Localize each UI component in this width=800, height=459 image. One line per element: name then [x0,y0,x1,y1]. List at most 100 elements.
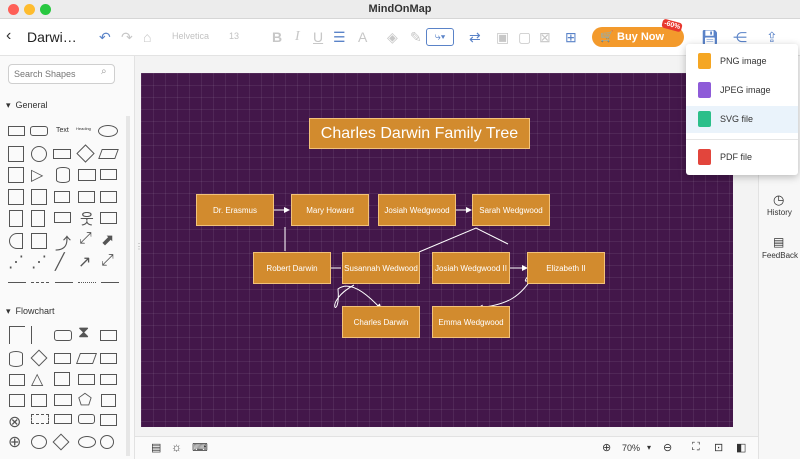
zoom-level[interactable]: 70% [622,443,640,453]
bold-icon[interactable]: B [272,28,282,46]
node-charles-darwin[interactable]: Charles Darwin [342,306,420,338]
cylinder-shape[interactable] [56,167,70,183]
undo-icon[interactable]: ↶ [99,28,111,46]
bidirectional-line-shape[interactable]: ⤢ [101,252,114,270]
fit-screen-icon[interactable]: ⛶ [692,441,700,454]
double-arrow-shape[interactable]: ⤢ [79,230,92,248]
collapse-panel-icon[interactable]: ◧ [736,441,746,454]
connector-sarah-children[interactable] [419,228,508,252]
connector-circle-shape[interactable] [31,435,47,449]
horizontal-thick-shape[interactable] [101,282,119,283]
node-elizabeth-ii[interactable]: Elizabeth II [527,252,605,284]
fullscreen-icon[interactable]: ⊡ [714,441,723,454]
flow-rect-shape[interactable] [100,330,117,341]
multi-document-shape[interactable] [31,394,47,407]
predefined-process-shape[interactable] [54,353,71,364]
horizontal-dashed-shape[interactable] [31,282,49,283]
circle-shape[interactable] [31,146,47,162]
redo-icon[interactable]: ↷ [121,28,133,46]
text-color-icon[interactable]: A [358,28,367,46]
note-shape[interactable] [31,210,45,227]
manual-input-shape[interactable] [100,353,117,364]
ellipse-shape[interactable] [98,125,118,137]
flow-rounded-shape[interactable] [54,330,72,341]
dashed-line-shape[interactable]: ⋰ [8,252,24,272]
line-arrow-shape[interactable]: ↗ [78,252,91,272]
horizontal-line-shape[interactable] [8,282,26,283]
arrow-shape[interactable]: ⬈ [101,230,114,250]
curve-arrow-shape[interactable]: ⤴ [55,230,71,254]
table-icon[interactable]: ⊞ [565,28,577,46]
preparation-shape[interactable] [100,374,117,385]
node-josiah-wedgwood[interactable]: Josiah Wedgwood [378,194,456,226]
triangle-shape[interactable]: ▷ [31,165,43,185]
node-emma-wedgwood[interactable]: Emma Wedgwood [432,306,510,338]
line-shape[interactable]: ╱ [55,252,65,272]
line-color-icon[interactable]: ✎ [410,28,422,46]
delay-flow-shape[interactable] [54,414,72,424]
data-shape[interactable] [76,353,97,364]
fill-color-icon[interactable]: ◈ [387,28,398,46]
history-icon[interactable]: ◷ [773,192,784,208]
delay-shape[interactable] [9,233,23,249]
lock-icon[interactable]: ⊠ [539,28,551,46]
manual-operation-shape[interactable] [78,374,95,385]
database-shape[interactable] [9,351,23,367]
underline-icon[interactable]: U [313,28,323,46]
cube-shape[interactable] [31,189,47,205]
feedback-label[interactable]: FeedBack [762,251,798,260]
rounded-rectangle-shape[interactable] [30,126,48,136]
flow-line-shape[interactable] [9,326,25,344]
node-mary-howard[interactable]: Mary Howard [291,194,369,226]
buy-now-button[interactable]: 🛒 Buy Now -60% [592,27,684,47]
off-page-shape[interactable]: ⬠ [78,390,92,410]
zoom-dropdown-icon[interactable]: ▾ [647,443,651,452]
font-size-select[interactable]: 13 [229,31,239,41]
stored-data-shape[interactable] [9,374,25,386]
actor-shape[interactable]: 웃 [80,208,94,229]
group-icon[interactable]: ▣ [496,28,509,46]
trapezoid-shape[interactable] [78,169,96,181]
collate-shape[interactable]: ⧗ [78,324,89,342]
card-shape[interactable] [78,191,95,203]
ellipse-flow-shape[interactable] [78,436,96,448]
card-flow-shape[interactable] [54,394,72,406]
display-flow-shape[interactable] [101,394,116,407]
callout-shape[interactable] [54,212,71,223]
horizontal-arrow-shape[interactable] [55,282,73,283]
document-title[interactable]: Darwi… [27,29,77,45]
connector-style-icon[interactable]: ⤷▾ [426,28,454,46]
horizontal-dotted-shape[interactable] [78,282,96,283]
start-shape[interactable] [100,435,114,449]
wave-shape[interactable] [100,169,117,180]
annotation-shape[interactable] [31,326,47,344]
tape-shape[interactable] [100,191,117,203]
sort-shape[interactable] [53,434,70,451]
export-pdf-item[interactable]: PDF file [686,144,798,171]
search-shapes-input[interactable] [8,64,115,84]
or-junction-shape[interactable]: ⊕ [8,432,21,452]
node-robert-darwin[interactable]: Robert Darwin [253,252,331,284]
rectangle-shape[interactable] [8,126,25,136]
section-flowchart[interactable]: ▾ Flowchart [6,306,55,317]
italic-icon[interactable]: I [295,28,300,46]
process-shape[interactable] [53,149,71,159]
internal-data-shape[interactable] [54,372,70,386]
summing-junction-shape[interactable]: ⊗ [8,412,21,432]
keyboard-icon[interactable]: ⌨ [192,441,208,454]
section-general[interactable]: ▾ General [6,100,48,111]
step-shape[interactable] [54,191,70,203]
font-family-select[interactable]: Helvetica [172,31,209,41]
dashed-box-shape[interactable] [31,414,49,424]
sequential-data-shape[interactable] [100,414,117,426]
node-susannah-wedwood[interactable]: Susannah Wedwood [342,252,420,284]
heading-shape[interactable]: Heading [76,126,91,131]
export-svg-item[interactable]: SVG file [686,106,798,133]
diamond-shape[interactable] [76,144,94,162]
hexagon-shape[interactable] [8,167,24,183]
square-shape[interactable] [8,146,24,162]
arrange-icon[interactable]: ⇄ [469,28,481,46]
export-png-item[interactable]: PNG image [686,48,798,75]
internal-storage-shape[interactable] [8,189,24,205]
page-icon[interactable]: ▤ [151,441,161,454]
